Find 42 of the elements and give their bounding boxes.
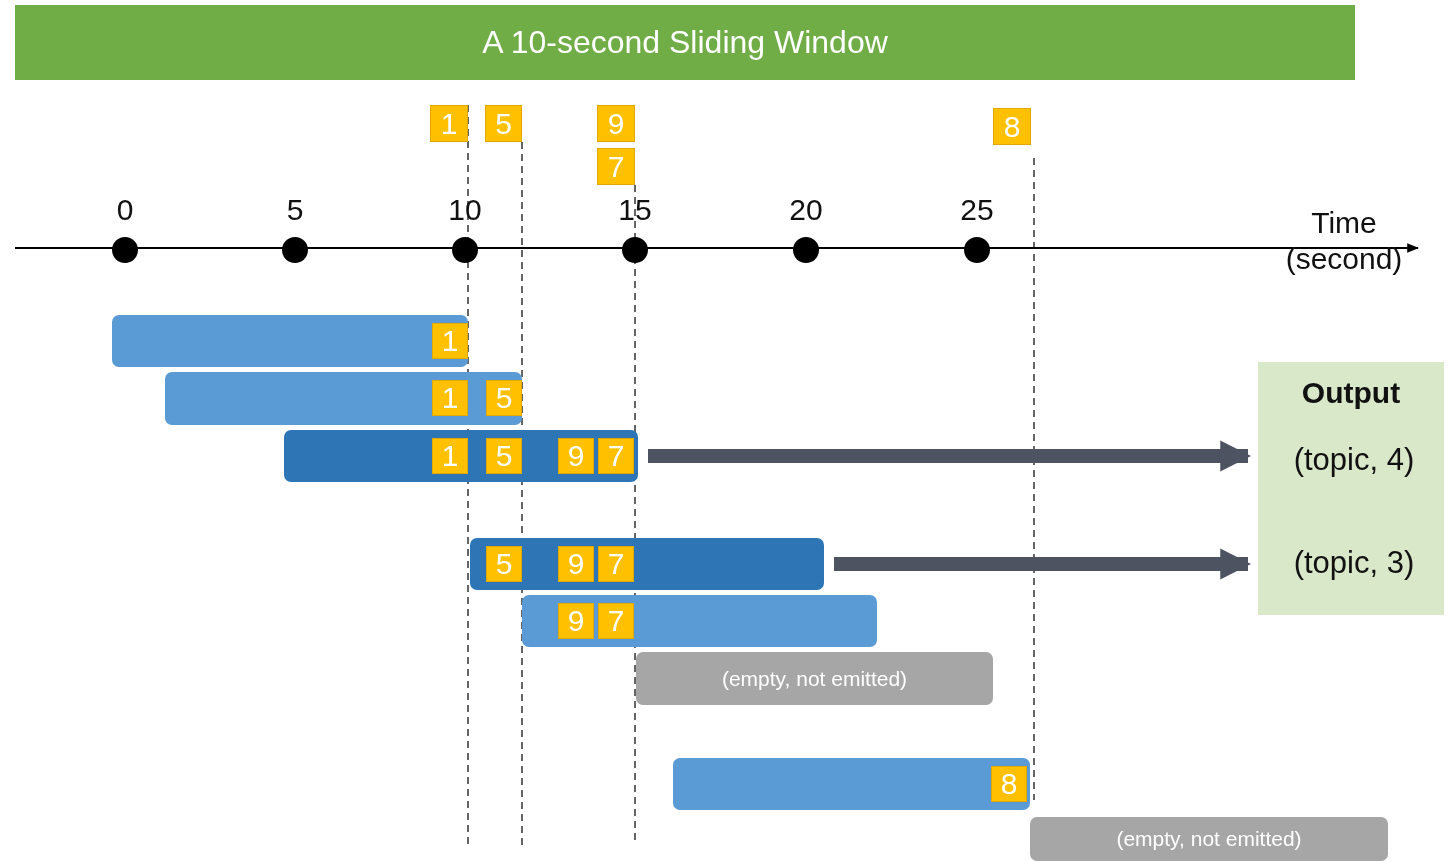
output-tuple: (topic, 3) <box>1278 538 1430 588</box>
window-bar <box>522 595 877 647</box>
event-marker: 9 <box>558 438 594 474</box>
event-marker: 5 <box>486 546 522 582</box>
empty-window-bar <box>1030 817 1388 861</box>
empty-window-bar <box>636 652 993 705</box>
tick-label: 10 <box>447 192 483 228</box>
event-marker: 5 <box>486 438 522 474</box>
event-marker: 1 <box>432 323 468 359</box>
window-bar <box>470 538 824 590</box>
window-bar <box>165 372 522 425</box>
event-marker: 8 <box>991 766 1027 802</box>
axis-title: Time (second) <box>1284 205 1404 277</box>
event-marker: 5 <box>485 105 522 142</box>
tick-label: 25 <box>959 192 995 228</box>
event-marker: 7 <box>597 148 635 185</box>
event-marker: 7 <box>598 546 634 582</box>
window-bar <box>112 315 468 367</box>
bar-label: (empty, not emitted) <box>720 665 909 692</box>
bar-label: (empty, not emitted) <box>1115 826 1303 852</box>
event-marker: 9 <box>558 546 594 582</box>
event-marker: 7 <box>598 438 634 474</box>
tick-label: 20 <box>788 192 824 228</box>
output-panel <box>1258 362 1444 615</box>
window-bar <box>673 758 1030 810</box>
output-tuple: (topic, 4) <box>1278 435 1430 485</box>
event-marker: 5 <box>486 380 522 416</box>
event-marker: 9 <box>558 603 594 639</box>
window-bar <box>284 430 638 482</box>
event-marker: 8 <box>993 108 1031 145</box>
tick-label: 15 <box>617 192 653 228</box>
arrow <box>834 548 1252 580</box>
panel-heading: Output <box>1300 376 1402 410</box>
tick-label: 0 <box>115 192 135 228</box>
event-marker: 7 <box>598 603 634 639</box>
event-marker: 1 <box>432 380 468 416</box>
event-marker: 1 <box>430 105 468 142</box>
arrow <box>648 440 1252 472</box>
event-marker: 9 <box>597 105 635 142</box>
event-marker: 1 <box>432 438 468 474</box>
tick-label: 5 <box>285 192 305 228</box>
title-banner: A 10-second Sliding Window <box>15 5 1355 80</box>
